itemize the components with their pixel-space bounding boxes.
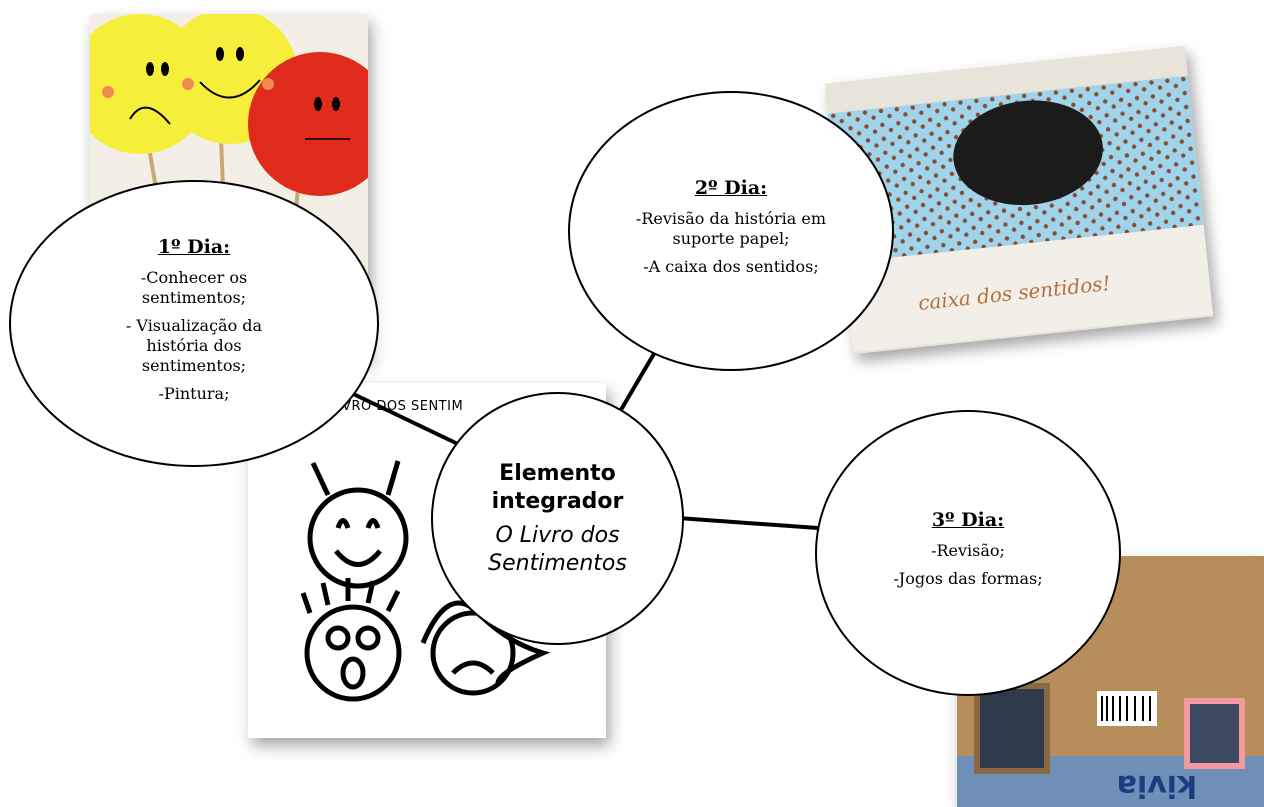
day1-item: -Pintura;	[158, 383, 230, 403]
day2-item: -A caixa dos sentidos;	[643, 257, 819, 276]
day1-item: -Conhecer os sentimentos;	[140, 267, 248, 307]
day3-item: -Jogos das formas;	[893, 569, 1043, 588]
center-node: Elemento integrador O Livro dos Sentimen…	[431, 392, 684, 645]
day1-node: 1º Dia: -Conhecer os sentimentos; - Visu…	[9, 180, 379, 467]
day1-title: 1º Dia:	[157, 235, 231, 258]
day2-title: 2º Dia:	[694, 177, 768, 199]
center-subtitle: O Livro dos Sentimentos	[488, 522, 627, 576]
day3-node: 3º Dia: -Revisão; -Jogos das formas;	[815, 410, 1121, 696]
day3-title: 3º Dia:	[931, 509, 1005, 531]
day2-item: -Revisão da história em suporte papel;	[635, 209, 827, 248]
connector-day1	[344, 388, 461, 447]
book-title-text: LIVRO DOS SENTIM	[330, 399, 464, 414]
day3-item: -Revisão;	[931, 541, 1005, 560]
connector-day3	[677, 516, 819, 530]
center-title: Elemento integrador	[491, 460, 624, 514]
cardbox-label: kivia	[1117, 768, 1197, 803]
senses-box-photo: caixa dos sentidos!	[824, 45, 1214, 355]
day2-node: 2º Dia: -Revisão da história em suporte …	[568, 91, 894, 371]
day1-item: - Visualização da história dos sentiment…	[125, 315, 263, 375]
